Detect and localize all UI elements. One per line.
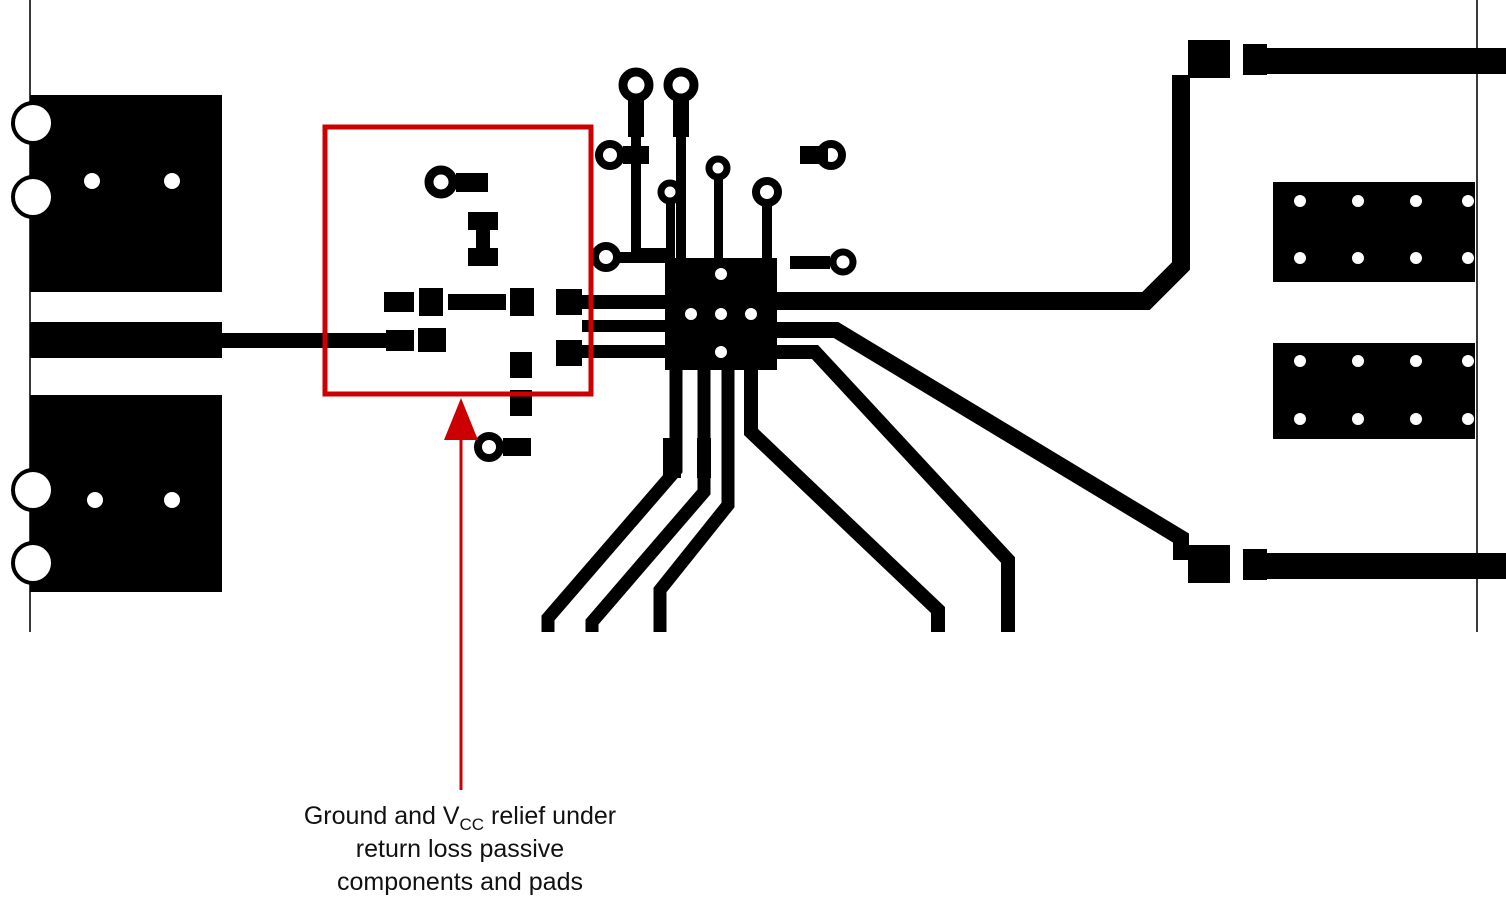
- via: [87, 492, 103, 508]
- component-pad: [1188, 40, 1230, 78]
- test-point-donut: [705, 155, 731, 181]
- component-pad: [1243, 549, 1267, 580]
- callout-text: Ground and VCC relief under return loss …: [210, 800, 710, 899]
- callout-line-3: components and pads: [336, 868, 583, 896]
- via: [1462, 195, 1474, 207]
- via: [1462, 252, 1474, 264]
- via: [1462, 413, 1474, 425]
- via: [1352, 413, 1364, 425]
- vcc-subscript: CC: [459, 815, 485, 834]
- output-trace-bottom-right: [777, 322, 1506, 583]
- via: [1294, 195, 1306, 207]
- via: [84, 173, 100, 189]
- via: [1410, 195, 1422, 207]
- via: [1410, 252, 1422, 264]
- test-point-donut: [663, 67, 699, 103]
- component-pad: [510, 288, 534, 316]
- via: [715, 268, 727, 280]
- callout-line-1-prefix: Ground and V: [303, 802, 460, 830]
- component-pad: [384, 292, 414, 312]
- test-point-donut: [618, 67, 654, 103]
- via: [1352, 252, 1364, 264]
- via: [745, 308, 757, 320]
- component-pad: [556, 340, 582, 366]
- ground-pad-right-bottom: [1273, 343, 1475, 439]
- test-point-donut: [474, 432, 504, 462]
- test-point-donut: [829, 248, 857, 276]
- component-pad: [386, 330, 414, 351]
- output-trace-top-right: [777, 40, 1506, 310]
- connector-pad-top-left: [11, 95, 222, 292]
- test-point-donut: [591, 242, 621, 272]
- via: [1352, 355, 1364, 367]
- arrow-head: [444, 398, 478, 440]
- component-pad: [419, 288, 443, 316]
- ic-input-traces: [582, 295, 668, 358]
- component-pad: [510, 352, 532, 378]
- passive-component-area: [384, 165, 582, 462]
- component-pad: [468, 212, 498, 230]
- via: [715, 308, 727, 320]
- via: [1352, 195, 1364, 207]
- via: [1462, 355, 1474, 367]
- component-pad: [418, 328, 446, 352]
- test-point-donut: [657, 179, 683, 205]
- component-pad: [556, 289, 582, 315]
- ground-pad-right-top: [1273, 182, 1475, 282]
- mount-hole: [11, 468, 55, 512]
- component-pad: [1188, 545, 1230, 583]
- via: [1410, 413, 1422, 425]
- component-pad: [1243, 44, 1267, 75]
- ic-footprint: [665, 258, 777, 370]
- highlight-box: [322, 124, 594, 397]
- test-point-donut: [595, 140, 625, 170]
- callout-line-1: Ground and VCC relief under: [210, 800, 710, 833]
- callout-arrow: [444, 398, 478, 790]
- test-point-donut: [752, 177, 782, 207]
- via: [685, 308, 697, 320]
- mount-hole: [11, 101, 55, 145]
- via: [715, 346, 727, 358]
- mount-hole: [11, 541, 55, 585]
- mount-hole: [11, 175, 55, 219]
- top-test-points: [591, 67, 857, 276]
- via: [1294, 355, 1306, 367]
- bottom-trace-fan: [541, 345, 1015, 632]
- via: [164, 173, 180, 189]
- connector-pad-bottom-left: [11, 395, 222, 592]
- component-pad: [468, 248, 498, 266]
- input-trace: [30, 322, 446, 358]
- callout-line-2: return loss passive: [355, 835, 565, 863]
- via: [1410, 355, 1422, 367]
- test-point-donut: [424, 165, 458, 199]
- via: [1294, 252, 1306, 264]
- callout-line-1-suffix: relief under: [484, 802, 617, 830]
- via: [164, 492, 180, 508]
- via: [1294, 413, 1306, 425]
